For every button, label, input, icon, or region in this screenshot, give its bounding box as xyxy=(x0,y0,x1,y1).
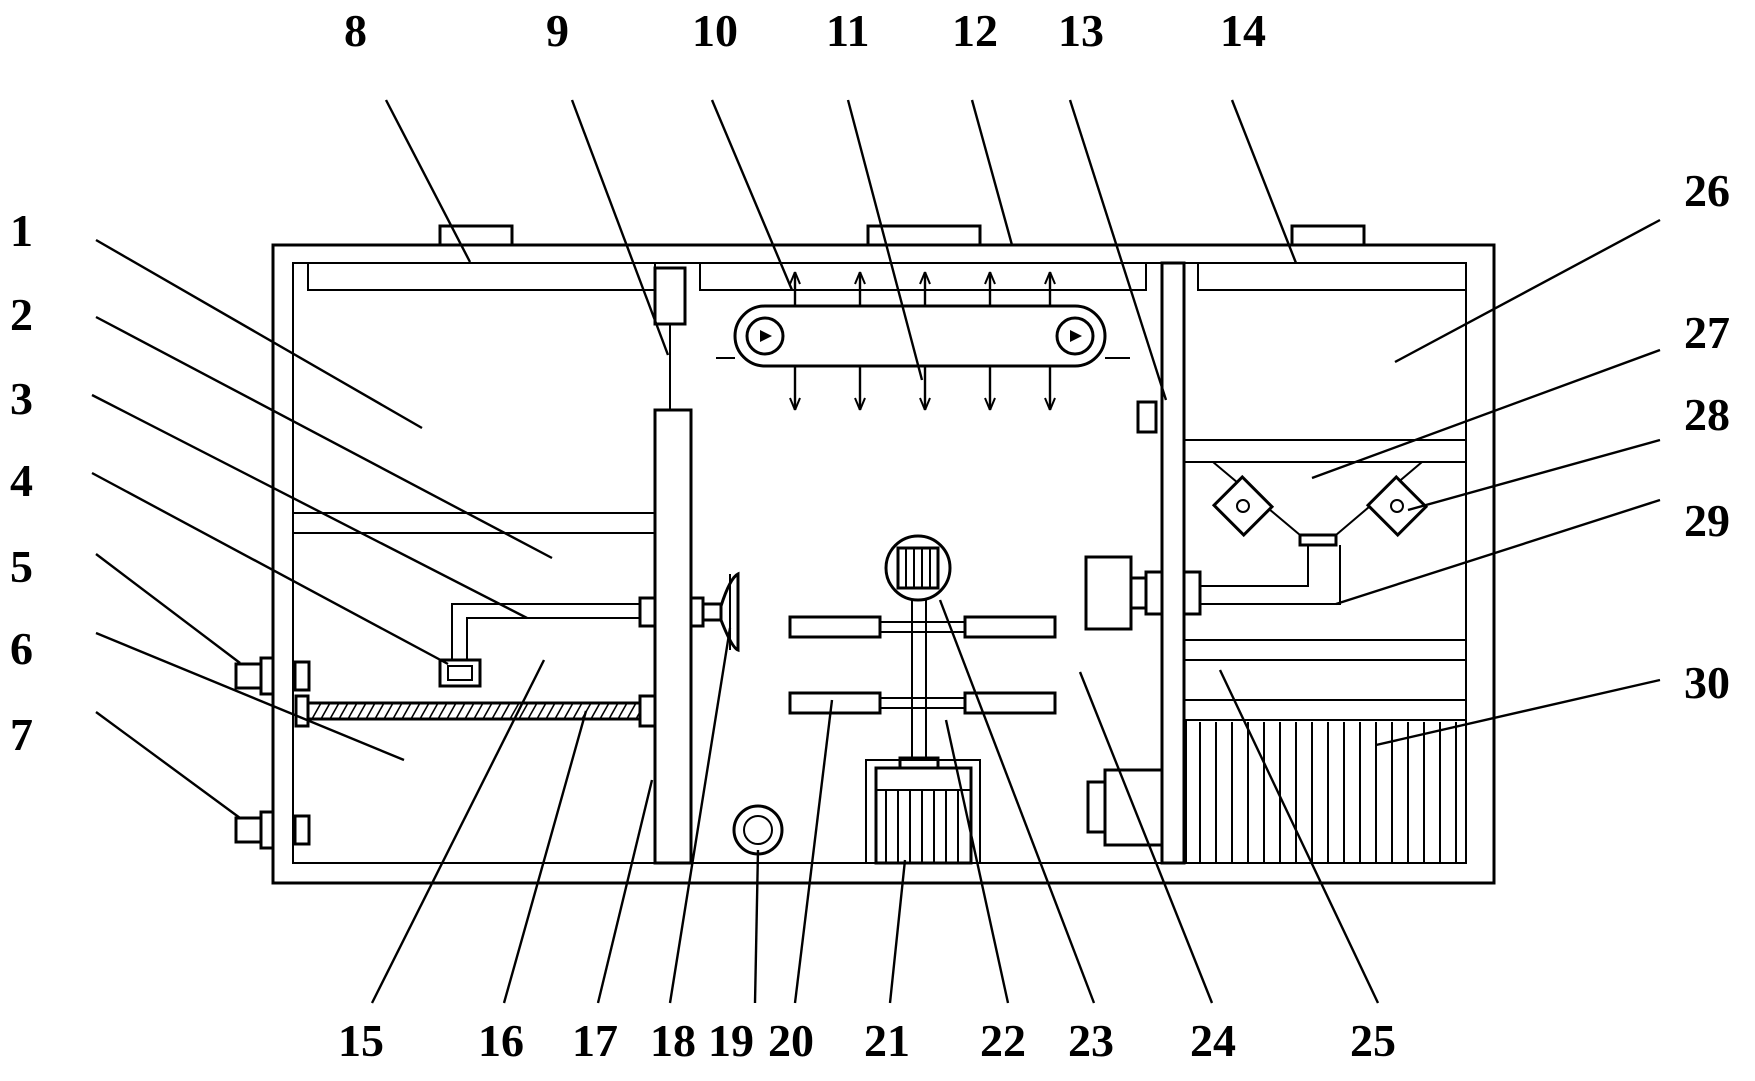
label-23: 23 xyxy=(1068,1015,1114,1066)
label-12: 12 xyxy=(952,5,998,56)
label-5: 5 xyxy=(10,541,33,592)
label-16: 16 xyxy=(478,1015,524,1066)
label-18: 18 xyxy=(650,1015,696,1066)
label-25: 25 xyxy=(1350,1015,1396,1066)
label-28: 28 xyxy=(1684,389,1730,440)
top-plates xyxy=(307,263,1467,291)
part-labels: 1 2 3 4 5 6 7 8 9 10 11 12 13 14 15 16 1… xyxy=(10,5,1730,1066)
suction-cup xyxy=(689,571,740,653)
label-7: 7 xyxy=(10,709,33,760)
label-3: 3 xyxy=(10,373,33,424)
conveyor xyxy=(716,271,1130,411)
label-20: 20 xyxy=(768,1015,814,1066)
label-22: 22 xyxy=(980,1015,1026,1066)
label-27: 27 xyxy=(1684,307,1730,358)
label-2: 2 xyxy=(10,289,33,340)
label-11: 11 xyxy=(826,5,869,56)
label-17: 17 xyxy=(572,1015,618,1066)
motor xyxy=(865,759,981,865)
label-24: 24 xyxy=(1190,1015,1236,1066)
label-1: 1 xyxy=(10,205,33,256)
label-30: 30 xyxy=(1684,657,1730,708)
label-15: 15 xyxy=(338,1015,384,1066)
drain-outlet xyxy=(732,804,784,856)
label-26: 26 xyxy=(1684,165,1730,216)
label-8: 8 xyxy=(344,5,367,56)
label-13: 13 xyxy=(1058,5,1104,56)
threaded-rod-hatch xyxy=(311,702,646,720)
label-21: 21 xyxy=(864,1015,910,1066)
stirrer xyxy=(788,534,1057,772)
right-chamber xyxy=(1184,439,1467,864)
label-6: 6 xyxy=(10,623,33,674)
label-4: 4 xyxy=(10,455,33,506)
top-inlets xyxy=(438,224,1366,247)
label-9: 9 xyxy=(546,5,569,56)
sensor xyxy=(1136,400,1158,434)
label-19: 19 xyxy=(708,1015,754,1066)
label-14: 14 xyxy=(1220,5,1266,56)
label-29: 29 xyxy=(1684,495,1730,546)
right-divider xyxy=(1084,261,1202,865)
label-10: 10 xyxy=(692,5,738,56)
leader-lines xyxy=(91,99,1661,1004)
left-chamber xyxy=(234,266,693,865)
